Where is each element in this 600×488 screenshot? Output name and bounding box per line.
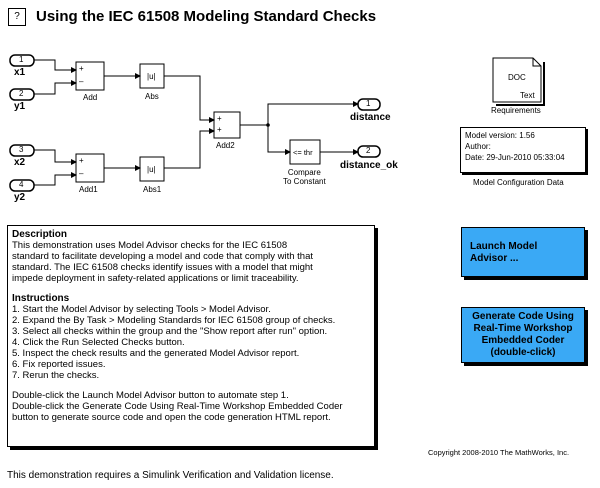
add-block <box>75 61 105 91</box>
inport-x1-label: x1 <box>14 67 26 78</box>
license-note: This demonstration requires a Simulink V… <box>7 470 334 481</box>
inport-x2-label: x2 <box>14 157 26 168</box>
doc-label: DOC <box>508 73 526 82</box>
generate-code-button[interactable]: Generate Code Using Real-Time Workshop E… <box>461 307 585 363</box>
inport-x2-num: 3 <box>19 145 24 154</box>
outport-distance-ok-label: distance_ok <box>340 160 398 171</box>
add1-minus-sign: – <box>79 169 84 178</box>
description-text: This demonstration uses Model Advisor ch… <box>12 240 314 284</box>
add-minus-sign: – <box>79 77 84 86</box>
model-date: Date: 29-Jun-2010 05:33:04 <box>465 153 565 162</box>
requirements-doc-icon <box>492 57 545 106</box>
add2-block <box>213 111 241 139</box>
add-caption: Add <box>83 93 98 102</box>
add1-caption: Add1 <box>79 185 98 194</box>
instructions-note: Double-click the Launch Model Advisor bu… <box>12 390 343 423</box>
requirements-caption: Requirements <box>491 106 541 115</box>
abs1-caption: Abs1 <box>143 185 162 194</box>
abs-caption: Abs <box>145 92 159 101</box>
compare-glyph: <= thr <box>293 148 313 157</box>
help-button[interactable]: ? <box>8 8 26 26</box>
copyright: Copyright 2008-2010 The MathWorks, Inc. <box>428 448 570 457</box>
inport-y2-num: 4 <box>19 180 24 189</box>
outport-distance-ok-num: 2 <box>366 146 371 155</box>
add-plus-sign: + <box>79 64 84 73</box>
outport-distance-label: distance <box>350 112 391 123</box>
page-title: Using the IEC 61508 Modeling Standard Ch… <box>36 8 377 25</box>
add1-plus-sign: + <box>79 156 84 165</box>
compare-caption: Compare To Constant <box>283 168 326 186</box>
add2-caption: Add2 <box>216 141 235 150</box>
instructions-heading: Instructions <box>12 293 70 304</box>
inport-y1-num: 2 <box>19 89 24 98</box>
inport-y1-label: y1 <box>14 101 26 112</box>
inport-x1-num: 1 <box>19 55 24 64</box>
model-version: Model version: 1.56 <box>465 131 535 140</box>
model-author: Author: <box>465 142 491 151</box>
outport-distance-num: 1 <box>366 99 371 108</box>
generate-code-label: Generate Code Using Real-Time Workshop E… <box>472 311 574 358</box>
description-heading: Description <box>12 229 68 240</box>
abs-glyph: |u| <box>147 72 156 81</box>
config-caption: Model Configuration Data <box>473 178 564 187</box>
add2-plus-sign-2: + <box>217 125 222 134</box>
launch-model-advisor-label: Launch Model Advisor ... <box>470 241 538 264</box>
launch-model-advisor-button[interactable]: Launch Model Advisor ... <box>461 227 585 277</box>
model-config-box[interactable]: Model version: 1.56 Author: Date: 29-Jun… <box>460 127 586 173</box>
description-panel: Description This demonstration uses Mode… <box>7 225 375 447</box>
add2-plus-sign-1: + <box>217 114 222 123</box>
abs1-block <box>139 156 165 182</box>
inport-y2-label: y2 <box>14 192 26 203</box>
doc-sublabel: Text <box>520 91 535 100</box>
abs1-glyph: |u| <box>147 165 156 174</box>
instructions-steps: 1. Start the Model Advisor by selecting … <box>12 304 336 381</box>
